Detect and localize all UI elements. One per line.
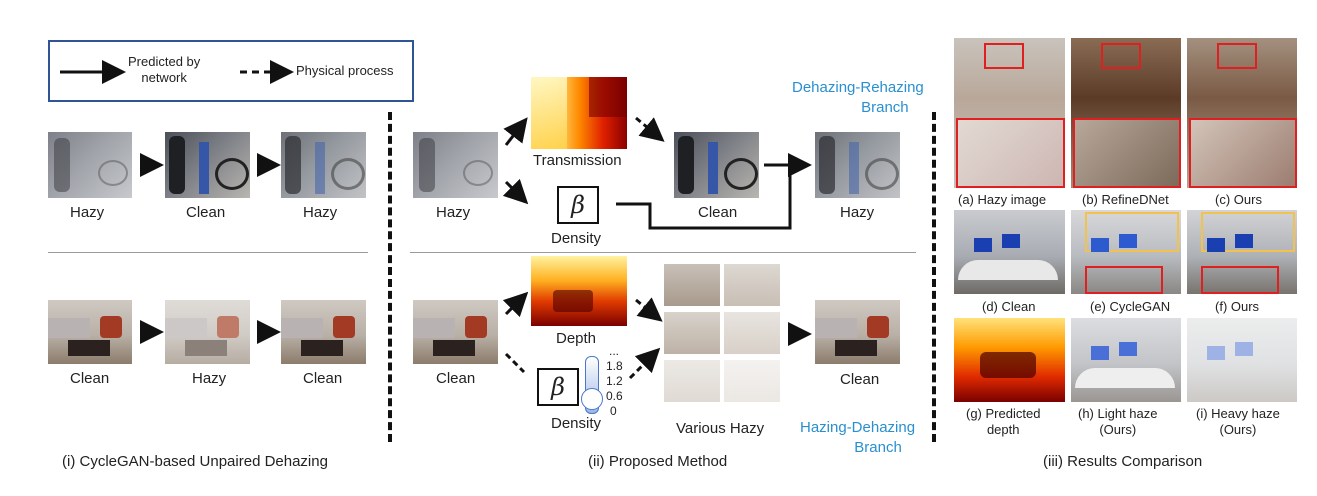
panel1-row1-image-hazy-2 bbox=[281, 132, 366, 198]
panel2-clean-output bbox=[815, 300, 900, 364]
panel1-row1-label-1: Hazy bbox=[70, 204, 105, 221]
various-hazy-5 bbox=[664, 360, 720, 402]
result-hazy-image bbox=[954, 38, 1065, 188]
result-caption-e: (e) CycleGAN bbox=[1090, 299, 1171, 314]
result-caption-f: (f) Ours bbox=[1215, 299, 1260, 314]
transmission-map bbox=[531, 77, 627, 149]
panel1-row2-image-clean bbox=[48, 300, 132, 364]
various-hazy-1 bbox=[664, 264, 720, 306]
branch-top-line2: Branch bbox=[861, 99, 909, 116]
density-label-top: Density bbox=[551, 230, 602, 247]
panel2-clean-input-label: Clean bbox=[436, 370, 476, 387]
panel1-row1-image-clean bbox=[165, 132, 250, 198]
result-ours-1 bbox=[1187, 38, 1297, 188]
panel3-caption: (iii) Results Comparison bbox=[1043, 453, 1203, 470]
panel1-row2-image-hazy bbox=[165, 300, 250, 364]
result-caption-g-line1: (g) Predicted bbox=[966, 406, 1041, 421]
legend-solid-line1: Predicted by bbox=[128, 54, 201, 69]
slider-tick-more: ... bbox=[609, 344, 620, 358]
p2-arrow-to-beta-bottom bbox=[504, 352, 526, 374]
panel2-hazy-output-label: Hazy bbox=[840, 204, 875, 221]
p2-arrow-to-beta bbox=[502, 178, 529, 205]
separator-left bbox=[388, 112, 392, 442]
panel2-hazy-input bbox=[413, 132, 498, 198]
separator-right bbox=[932, 112, 936, 442]
panel2-hazy-output bbox=[815, 132, 900, 198]
legend-solid-label: Predicted by network bbox=[128, 54, 200, 86]
result-predicted-depth bbox=[954, 318, 1065, 402]
p2-arrow-beta-to-hazy bbox=[628, 347, 661, 380]
various-hazy-label: Various Hazy bbox=[676, 420, 765, 437]
panel1-caption: (i) CycleGAN-based Unpaired Dehazing bbox=[62, 453, 328, 470]
result-cyclegan bbox=[1071, 210, 1181, 294]
density-label-bottom: Density bbox=[551, 415, 602, 432]
panel1-row1-image-hazy bbox=[48, 132, 132, 198]
result-caption-g: (g) Predicted depth bbox=[966, 406, 1040, 438]
panel1-row2-label-3: Clean bbox=[303, 370, 343, 387]
result-caption-h-line1: (h) Light haze bbox=[1078, 406, 1158, 421]
panel2-divider bbox=[410, 252, 916, 253]
beta-box-top: β bbox=[557, 186, 599, 224]
panel2-caption: (ii) Proposed Method bbox=[588, 453, 728, 470]
panel2-clean-top bbox=[674, 132, 759, 198]
various-hazy-4 bbox=[724, 312, 780, 354]
p2-arrow-depth-to-hazy bbox=[635, 297, 663, 322]
result-caption-h: (h) Light haze (Ours) bbox=[1078, 406, 1158, 438]
result-refinednet bbox=[1071, 38, 1181, 188]
panel2-clean-output-label: Clean bbox=[840, 371, 880, 388]
branch-bottom-line1: Hazing-Dehazing bbox=[800, 419, 916, 436]
result-caption-g-line2: depth bbox=[986, 422, 1020, 437]
result-caption-b: (b) RefineDNet bbox=[1082, 192, 1169, 207]
branch-label-top: Dehazing-Rehazing Branch bbox=[792, 78, 924, 118]
branch-bottom-line2: Branch bbox=[854, 439, 902, 456]
result-clean bbox=[954, 210, 1065, 294]
result-ours-2 bbox=[1187, 210, 1297, 294]
result-caption-i-line2: (Ours) bbox=[1219, 422, 1257, 437]
slider-tick-1-2: 1.2 bbox=[606, 374, 623, 388]
various-hazy-6 bbox=[724, 360, 780, 402]
result-heavy-haze bbox=[1187, 318, 1297, 402]
result-caption-a: (a) Hazy image bbox=[958, 192, 1047, 207]
various-hazy-3 bbox=[664, 312, 720, 354]
depth-map bbox=[531, 256, 627, 326]
result-caption-i-line1: (i) Heavy haze bbox=[1196, 406, 1280, 421]
p2-arrow-transmission-to-clean bbox=[635, 116, 665, 142]
slider-tick-1-8: 1.8 bbox=[606, 359, 623, 373]
panel1-divider bbox=[48, 252, 368, 253]
various-hazy-grid bbox=[664, 264, 782, 404]
depth-label: Depth bbox=[556, 330, 597, 347]
result-caption-c: (c) Ours bbox=[1215, 192, 1262, 207]
branch-top-line1: Dehazing-Rehazing bbox=[792, 79, 924, 96]
slider-ticks: ... 1.8 1.2 0.6 0 bbox=[606, 344, 623, 419]
slider-tick-0: 0 bbox=[610, 404, 617, 418]
legend-dashed-label: Physical process bbox=[296, 63, 394, 78]
legend-solid-line2: network bbox=[141, 70, 187, 85]
p2-arrow-to-transmission bbox=[503, 117, 528, 146]
density-slider-knob bbox=[581, 388, 603, 410]
panel2-clean-input bbox=[413, 300, 498, 364]
p2-arrow-to-depth bbox=[502, 291, 529, 318]
result-caption-d: (d) Clean bbox=[982, 299, 1036, 314]
result-caption-i: (i) Heavy haze (Ours) bbox=[1196, 406, 1280, 438]
various-hazy-2 bbox=[724, 264, 780, 306]
beta-box-bottom: β bbox=[537, 368, 579, 406]
panel1-row2-image-clean-2 bbox=[281, 300, 366, 364]
panel2-clean-top-label: Clean bbox=[698, 204, 738, 221]
panel1-row1-label-3: Hazy bbox=[303, 204, 338, 221]
transmission-label: Transmission bbox=[533, 152, 622, 169]
panel1-row2-label-1: Clean bbox=[70, 370, 110, 387]
branch-label-bottom: Hazing-Dehazing Branch bbox=[800, 418, 915, 458]
slider-tick-0-6: 0.6 bbox=[606, 389, 623, 403]
panel2-hazy-input-label: Hazy bbox=[436, 204, 471, 221]
result-light-haze bbox=[1071, 318, 1181, 402]
result-caption-h-line2: (Ours) bbox=[1099, 422, 1137, 437]
panel1-row2-label-2: Hazy bbox=[192, 370, 227, 387]
panel1-row1-label-2: Clean bbox=[186, 204, 226, 221]
